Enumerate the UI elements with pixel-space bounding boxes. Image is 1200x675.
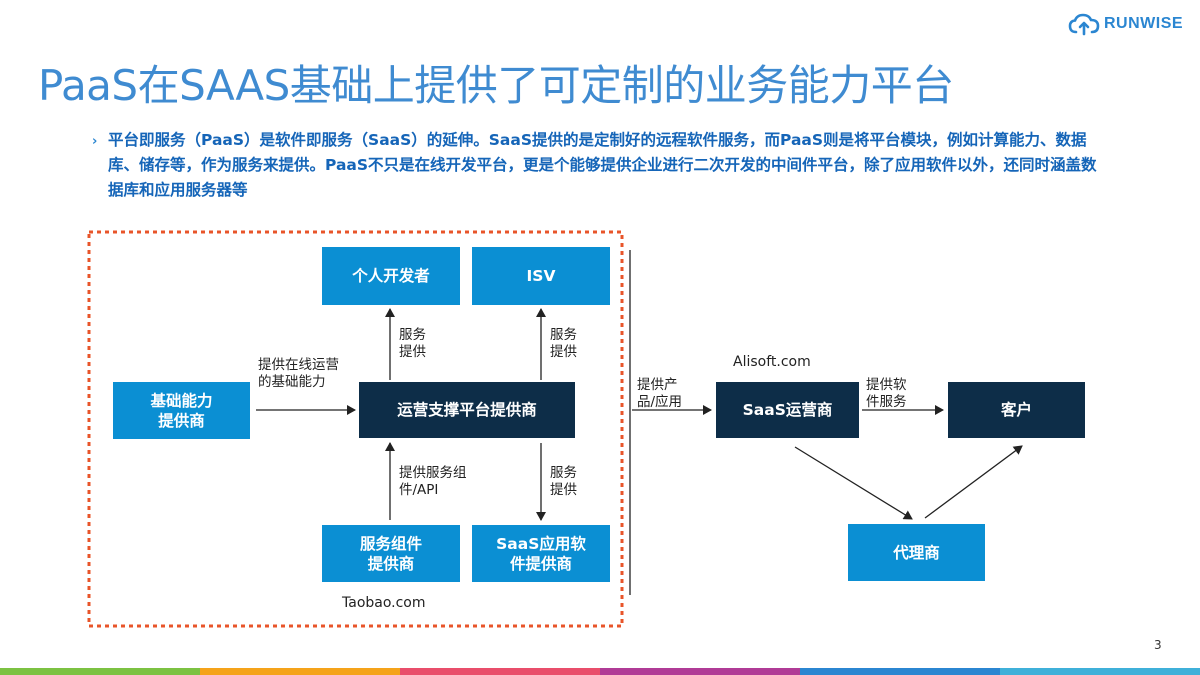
color-bar-segment bbox=[0, 668, 200, 675]
edge-label-line1: 提供服务组 bbox=[399, 465, 467, 481]
edge-label-service-provide-isv: 服务 提供 bbox=[550, 327, 577, 361]
bullet-marker: › bbox=[92, 134, 98, 149]
edge-label-online-ops: 提供在线运营 的基础能力 bbox=[258, 357, 339, 391]
page-number: 3 bbox=[1154, 638, 1162, 652]
node-label-line1: 基础能力 bbox=[150, 391, 213, 410]
node-label-line1: 服务组件 bbox=[359, 534, 422, 553]
node-saas-app-provider: SaaS应用软 件提供商 bbox=[472, 525, 610, 582]
color-bar-segment bbox=[200, 668, 400, 675]
node-service-component-provider: 服务组件 提供商 bbox=[322, 525, 460, 582]
node-label-line1: SaaS应用软 bbox=[496, 534, 586, 553]
node-label: 运营支撑平台提供商 bbox=[397, 401, 537, 419]
node-label: 个人开发者 bbox=[352, 267, 430, 285]
node-saas-operator: SaaS运营商 bbox=[716, 382, 859, 438]
edge-label-line2: 提供 bbox=[399, 344, 426, 360]
color-bar-segment bbox=[1000, 668, 1200, 675]
edge-label-line2: 件/API bbox=[399, 482, 439, 498]
edge-label-line1: 提供软 bbox=[866, 377, 907, 393]
node-infrastructure-provider: 基础能力 提供商 bbox=[113, 382, 250, 439]
edge-label-line2: 品/应用 bbox=[637, 394, 683, 410]
arrow-agent-to-customer bbox=[924, 445, 1023, 519]
edge-label-line2: 件服务 bbox=[866, 394, 907, 410]
edge-label-line1: 服务 bbox=[399, 327, 426, 343]
domain-taobao: Taobao.com bbox=[342, 595, 426, 611]
color-bar-segment bbox=[400, 668, 600, 675]
edge-label-component-api: 提供服务组 件/API bbox=[399, 465, 467, 499]
color-bar-segment bbox=[800, 668, 1000, 675]
node-label: 代理商 bbox=[893, 543, 940, 562]
node-label-line2: 件提供商 bbox=[509, 554, 572, 573]
cloud-logo-icon bbox=[1068, 13, 1100, 36]
node-customer: 客户 bbox=[948, 382, 1085, 438]
edge-label-service-provide-saas-app: 服务 提供 bbox=[550, 465, 577, 499]
color-bar-segment bbox=[600, 668, 800, 675]
bottom-color-bar bbox=[0, 668, 1200, 675]
node-operation-platform: 运营支撑平台提供商 bbox=[359, 382, 575, 438]
edge-label-line1: 服务 bbox=[550, 327, 577, 343]
node-label: 客户 bbox=[1000, 401, 1032, 419]
brand-logo: RUNWISE bbox=[1068, 12, 1183, 36]
node-label-line2: 提供商 bbox=[158, 411, 205, 430]
edge-label-line2: 提供 bbox=[550, 482, 577, 498]
platform-region-border bbox=[87, 230, 624, 628]
edge-label-line1: 服务 bbox=[550, 465, 577, 481]
node-individual-developer: 个人开发者 bbox=[322, 247, 460, 305]
node-isv: ISV bbox=[472, 247, 610, 305]
bullet-text: 平台即服务（PaaS）是软件即服务（SaaS）的延伸。SaaS提供的是定制好的远… bbox=[108, 131, 1097, 199]
node-label-line2: 提供商 bbox=[367, 554, 415, 573]
edge-label-product-app: 提供产 品/应用 bbox=[637, 377, 682, 411]
edge-label-software-service: 提供软 件服务 bbox=[866, 377, 907, 411]
slide-title: PaaS在SAAS基础上提供了可定制的业务能力平台 bbox=[38, 61, 954, 110]
edge-label-line2: 提供 bbox=[550, 344, 577, 360]
edge-label-service-provide-developer: 服务 提供 bbox=[399, 327, 426, 361]
edge-label-line1: 提供在线运营 bbox=[258, 357, 339, 373]
node-label: ISV bbox=[526, 267, 556, 285]
node-agent: 代理商 bbox=[848, 524, 985, 581]
node-label: SaaS运营商 bbox=[742, 401, 833, 419]
edge-label-line1: 提供产 bbox=[637, 377, 678, 393]
edge-label-line2: 的基础能力 bbox=[258, 374, 326, 390]
arrow-operator-to-agent bbox=[794, 446, 913, 520]
brand-name: RUNWISE bbox=[1104, 15, 1184, 32]
domain-alisoft: Alisoft.com bbox=[733, 354, 811, 370]
